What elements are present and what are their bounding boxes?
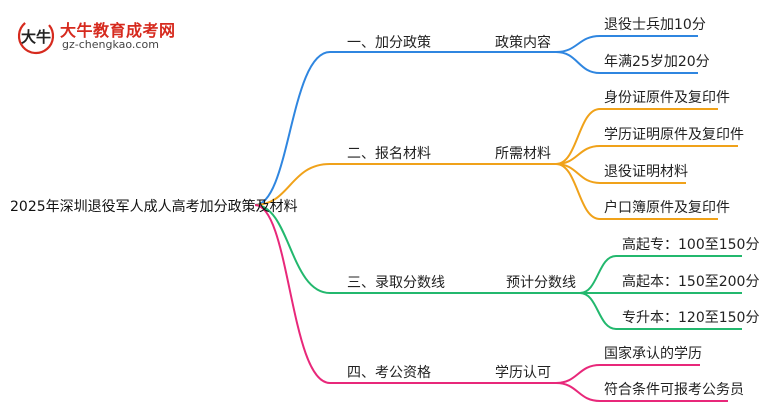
branch-1-label: 一、加分政策 [347,35,431,51]
connector-root-branch1 [254,51,432,206]
connector-sub1-leaf2 [555,51,698,74]
connector-sub1-leaf1 [555,35,698,53]
branch-1-leaf-2: 年满25岁加20分 [604,54,710,70]
branch-4-leaf-2: 符合条件可报考公务员 [604,382,744,398]
branch-4-leaf-1: 国家承认的学历 [604,346,702,362]
branch-1-sub: 政策内容 [495,35,551,51]
connector-sub4-leaf2 [555,382,728,402]
logo-mark-text: 大牛 [21,28,51,46]
branch-2-leaf-2: 学历证明原件及复印件 [604,127,744,143]
branch-3-leaf-1: 高起专：100至150分 [622,237,759,253]
logo-url: gz-chengkao.com [62,38,159,51]
connector-root-branch4 [254,204,432,384]
branch-2-leaf-3: 退役证明材料 [604,164,688,180]
branch-1-leaf-1: 退役士兵加10分 [604,17,706,33]
branch-2-leaf-4: 户口簿原件及复印件 [604,200,730,216]
logo: 大牛 大牛教育成考网 gz-chengkao.com [16,16,216,56]
branch-2-sub: 所需材料 [495,146,551,162]
connector-sub2-leaf4 [555,163,718,220]
root-node: 2025年深圳退役军人成人高考加分政策及材料 [10,199,298,215]
branch-3-leaf-2: 高起本：150至200分 [622,274,759,290]
connector-root-branch2 [254,163,432,206]
connector-root-branch3 [254,204,440,294]
branch-2-label: 二、报名材料 [347,146,431,162]
connector-sub3-leaf3 [579,292,742,330]
connector-sub2-leaf1 [555,108,718,165]
connector-sub2-leaf2 [555,145,738,165]
branch-4-label: 四、考公资格 [347,365,431,381]
branch-3-leaf-3: 专升本：120至150分 [622,310,759,326]
logo-name: 大牛教育成考网 [60,21,176,40]
connector-sub4-leaf1 [555,364,700,384]
branch-3-sub: 预计分数线 [506,275,576,291]
logo-mark-icon: 大牛 [17,17,55,55]
branch-2-leaf-1: 身份证原件及复印件 [604,90,730,106]
branch-4-sub: 学历认可 [495,365,551,381]
branch-3-label: 三、录取分数线 [347,275,445,291]
connector-sub3-leaf1 [579,255,742,294]
